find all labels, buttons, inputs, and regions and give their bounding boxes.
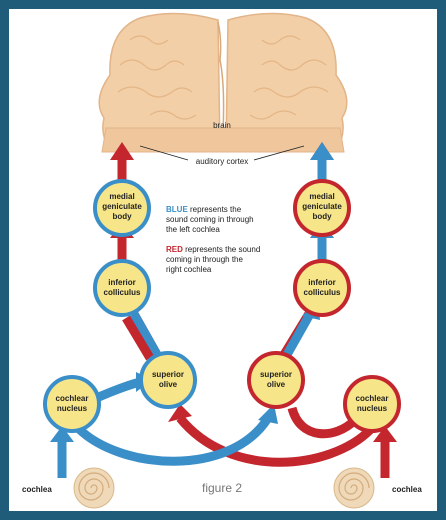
node-left-so-line2: olive bbox=[159, 380, 178, 389]
node-left-cn-line1: cochlear bbox=[56, 394, 89, 403]
node-left-mgb-line1: medial bbox=[109, 192, 134, 201]
right-cochlea-label: cochlea bbox=[392, 485, 422, 494]
node-right-so-line1: superior bbox=[260, 370, 292, 379]
auditory-cortex-label: auditory cortex bbox=[196, 157, 248, 166]
node-right-ic-line2: colliculus bbox=[304, 288, 341, 297]
right-cochlea bbox=[333, 467, 375, 509]
node-right-ic-line1: inferior bbox=[308, 278, 336, 287]
legend: BLUE represents the sound coming in thro… bbox=[166, 205, 260, 274]
legend-blue-line1: BLUE represents the bbox=[166, 205, 242, 214]
node-left-cn: cochlear nucleus bbox=[43, 375, 101, 433]
node-right-mgb: medial geniculate body bbox=[293, 179, 351, 237]
node-left-mgb-line3: body bbox=[112, 212, 132, 221]
legend-blue-text-1: represents the bbox=[188, 205, 242, 214]
brain-label: brain bbox=[213, 121, 231, 130]
left-red-overlay bbox=[122, 315, 154, 361]
left-cochlea bbox=[73, 467, 115, 509]
node-right-mgb-line1: medial bbox=[309, 192, 334, 201]
node-left-so-line1: superior bbox=[152, 370, 184, 379]
legend-blue-keyword: BLUE bbox=[166, 205, 188, 214]
node-left-ic-line2: colliculus bbox=[104, 288, 141, 297]
node-left-mgb: medial geniculate body bbox=[93, 179, 151, 237]
legend-blue-line3: the left cochlea bbox=[166, 225, 220, 234]
node-left-so: superior olive bbox=[139, 351, 197, 409]
node-right-cn-line2: nucleus bbox=[357, 404, 388, 413]
legend-blue-line2: sound coming in through bbox=[166, 215, 254, 224]
auditory-cortex-callout bbox=[139, 145, 305, 161]
left-cochlea-label: cochlea bbox=[22, 485, 52, 494]
node-right-cn: cochlear nucleus bbox=[343, 375, 401, 433]
legend-red-line2: coming in through the bbox=[166, 255, 243, 264]
figure-caption: figure 2 bbox=[202, 481, 242, 495]
legend-red-line3: right cochlea bbox=[166, 265, 212, 274]
legend-red-keyword: RED bbox=[166, 245, 183, 254]
legend-red-text-1: represents the sound bbox=[183, 245, 260, 254]
node-right-so: superior olive bbox=[247, 351, 305, 409]
node-right-ic: inferior colliculus bbox=[293, 259, 351, 317]
node-left-ic: inferior colliculus bbox=[93, 259, 151, 317]
node-right-mgb-line2: geniculate bbox=[302, 202, 342, 211]
node-right-cn-line1: cochlear bbox=[356, 394, 389, 403]
node-left-mgb-line2: geniculate bbox=[102, 202, 142, 211]
node-right-mgb-line3: body bbox=[312, 212, 332, 221]
brain bbox=[98, 12, 348, 153]
node-left-ic-line1: inferior bbox=[108, 278, 136, 287]
node-left-cn-line2: nucleus bbox=[57, 404, 88, 413]
legend-red-line1: RED represents the sound bbox=[166, 245, 260, 254]
node-right-so-line2: olive bbox=[267, 380, 286, 389]
